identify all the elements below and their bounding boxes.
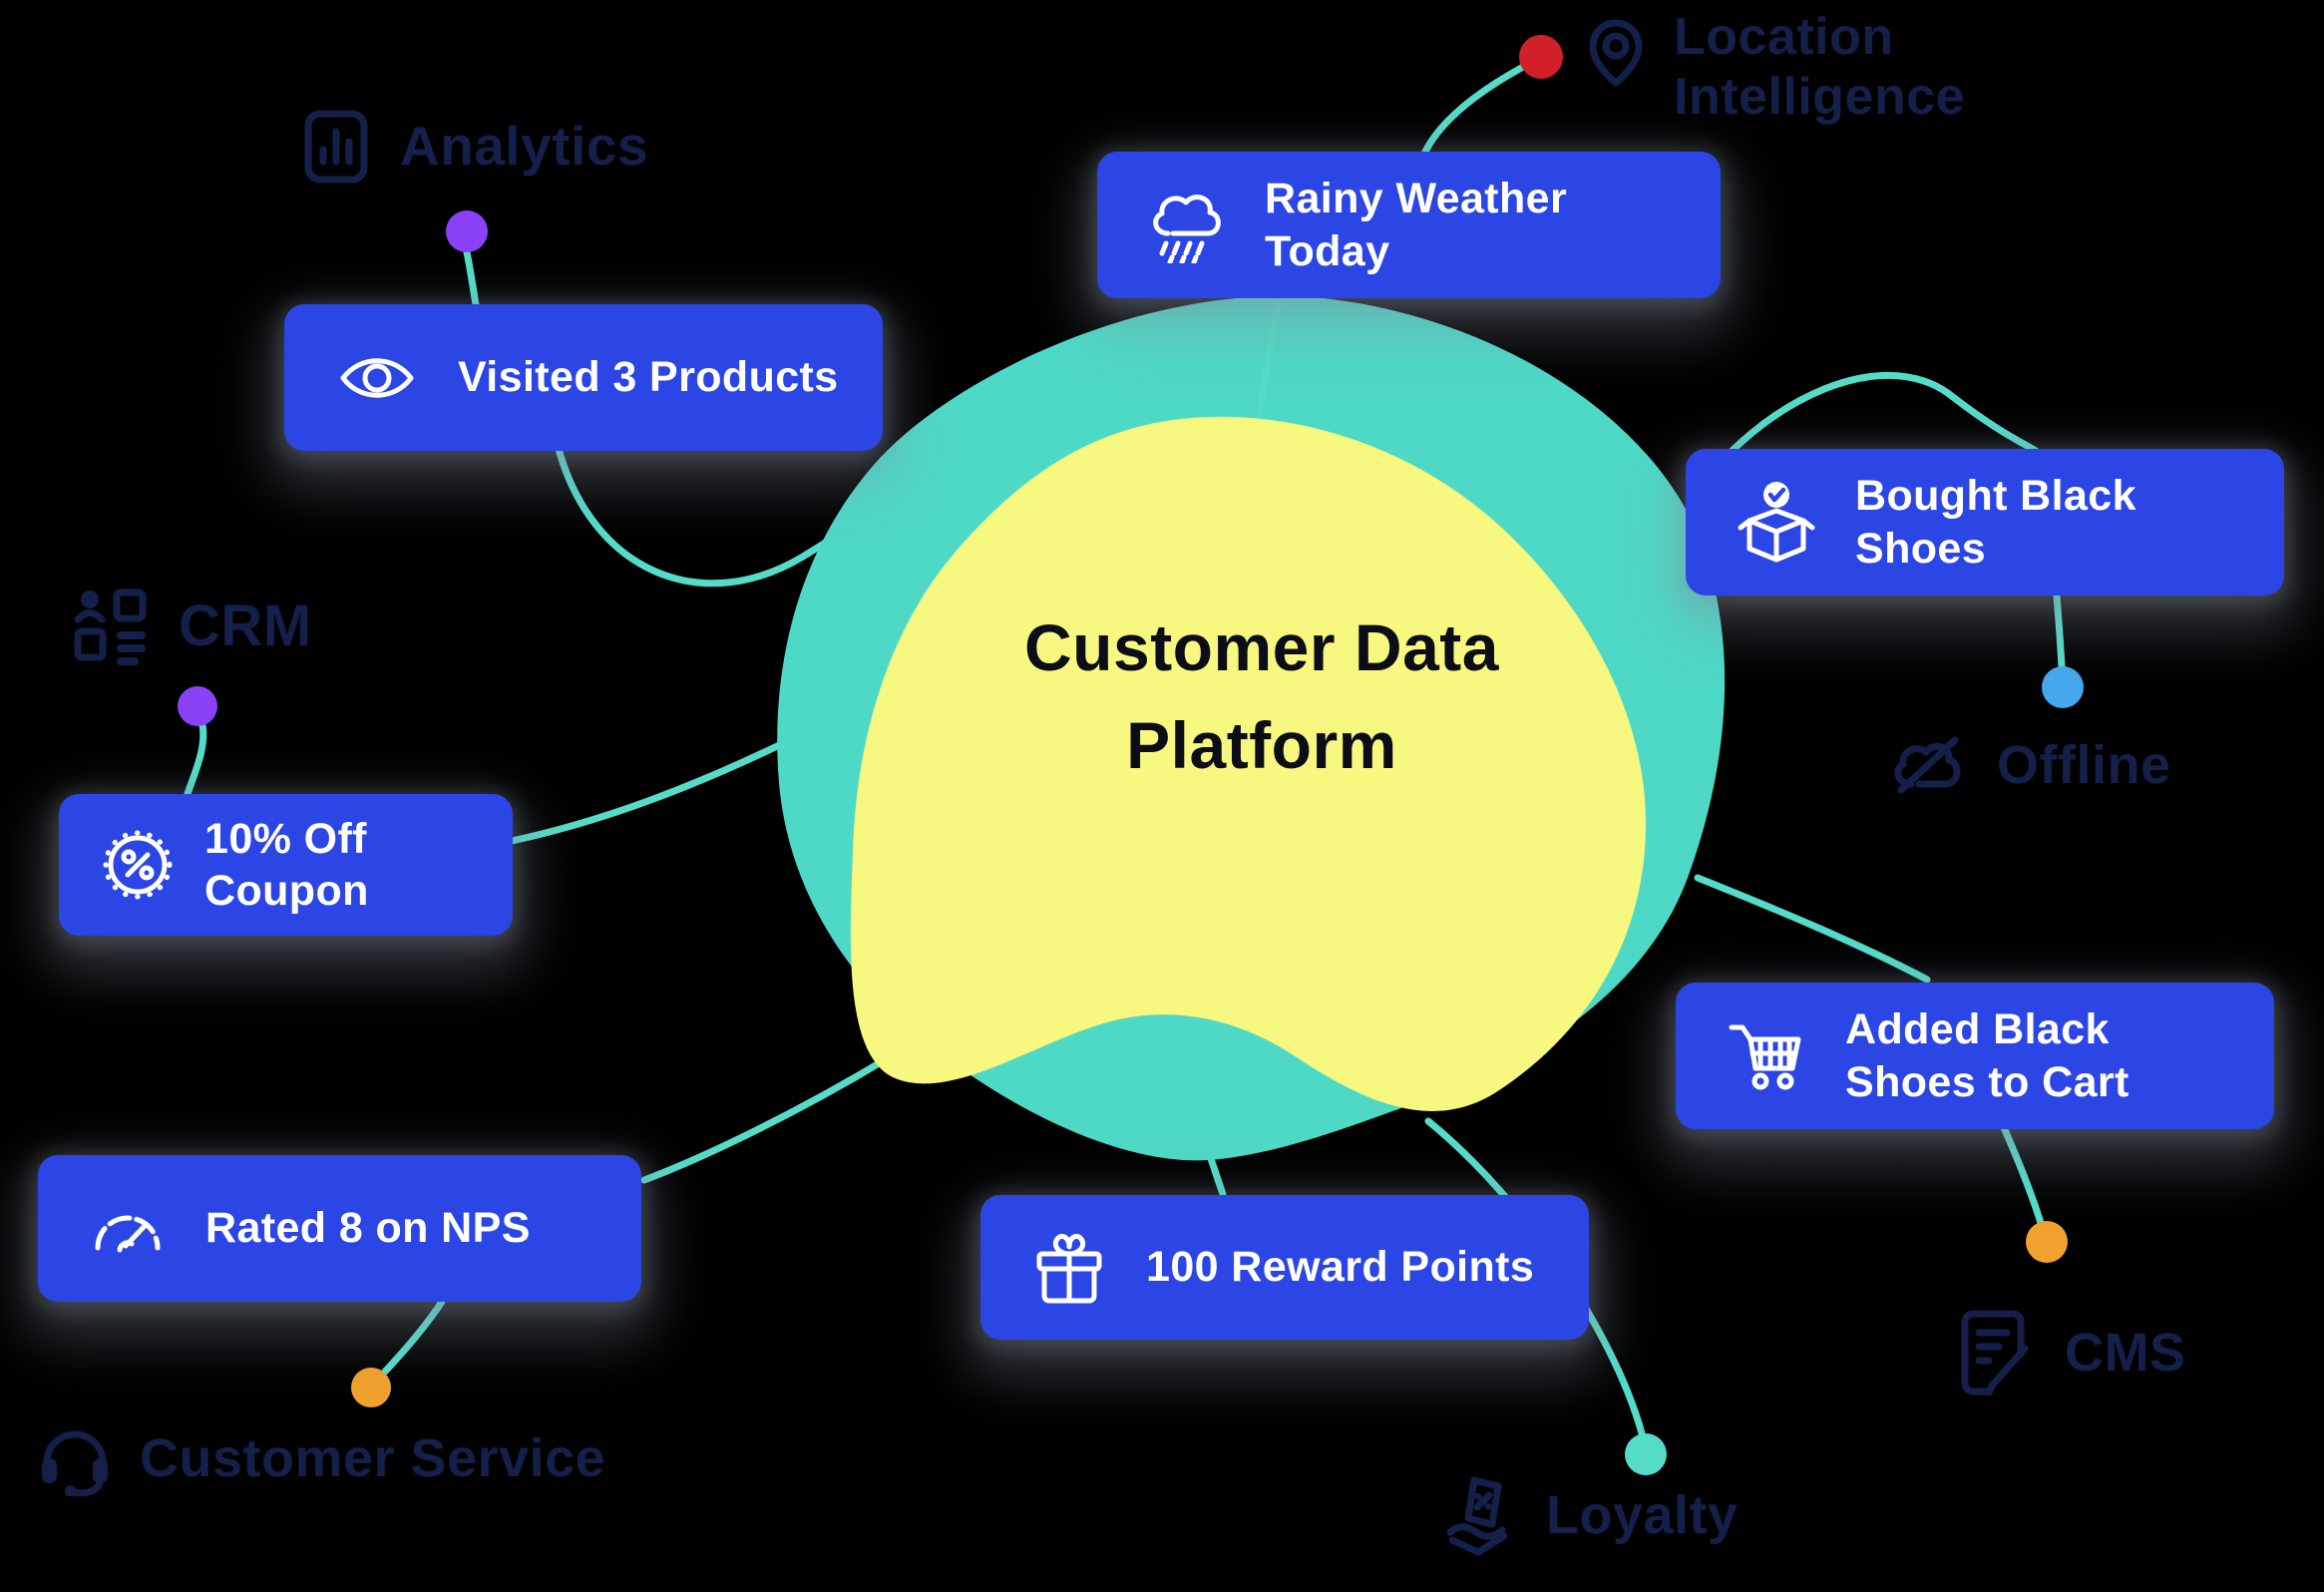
card-visited-products: Visited 3 Products [284, 304, 883, 451]
rain-cloud-icon [1149, 188, 1225, 263]
offline-dot [2042, 666, 2084, 708]
connector-rated-customer-service [381, 1298, 446, 1376]
loyalty-dot [1625, 1433, 1667, 1475]
connector-rainy-blob [1255, 295, 1284, 428]
analytics-dot [446, 210, 488, 252]
card-reward-points-text: 100 Reward Points [1146, 1243, 1535, 1292]
card-added-to-cart: Added Black Shoes to Cart [1676, 983, 2274, 1129]
connector-blob-added [1694, 874, 1931, 984]
label-analytics-text: Analytics [400, 115, 649, 178]
document-edit-icon [1959, 1309, 2035, 1396]
label-customer-service: Customer Service [40, 1420, 605, 1496]
card-rainy-weather-text: Rainy Weather Today [1265, 175, 1568, 275]
connector-coupon-blob [508, 732, 802, 845]
percent-badge-icon [101, 828, 175, 902]
label-loyalty-text: Loyalty [1546, 1484, 1739, 1545]
label-offline: Offline [1889, 734, 2171, 796]
card-bought-black-shoes-text: Bought Black Shoes [1855, 472, 2136, 573]
crm-dot [178, 686, 217, 726]
connector-analytics-visited [463, 248, 480, 308]
card-added-to-cart-text: Added Black Shoes to Cart [1845, 1005, 2130, 1106]
box-check-icon [1738, 479, 1815, 567]
card-reward-points: 100 Reward Points [980, 1195, 1589, 1340]
cart-icon [1728, 1020, 1805, 1092]
label-cms-text: CMS [2065, 1322, 2186, 1383]
eye-icon [336, 348, 418, 408]
label-customer-service-text: Customer Service [140, 1427, 606, 1488]
cloud-off-icon [1889, 734, 1967, 796]
card-visited-products-text: Visited 3 Products [458, 353, 839, 402]
hand-ticket-icon [1444, 1474, 1516, 1556]
card-rainy-weather: Rainy Weather Today [1097, 152, 1721, 298]
label-loyalty: Loyalty [1444, 1474, 1739, 1556]
label-location-intelligence-text: Location Intelligence [1674, 8, 1966, 126]
yellow-blob [850, 416, 1647, 1111]
center-title: Customer Data Platform [1024, 610, 1499, 782]
customer-service-dot [351, 1368, 391, 1407]
bar-chart-icon [302, 108, 370, 186]
label-location-intelligence: Location Intelligence [1588, 8, 2053, 128]
location-dot [1519, 35, 1563, 79]
connector-blob-bought [1686, 371, 2040, 505]
connector-location-rainy [1421, 63, 1527, 156]
label-crm-text: CRM [179, 593, 312, 658]
label-crm: CRM [73, 587, 312, 666]
contact-card-icon [73, 587, 149, 666]
card-coupon-text: 10% Off Coupon [204, 814, 369, 915]
connector-added-cms [1999, 1121, 2045, 1227]
connector-dots [178, 35, 2084, 1475]
connector-bought-offline [2053, 592, 2066, 671]
gift-icon [1032, 1230, 1106, 1306]
headset-icon [40, 1420, 110, 1496]
card-bought-black-shoes: Bought Black Shoes [1686, 449, 2284, 596]
card-rated-nps-text: Rated 8 on NPS [205, 1204, 531, 1253]
connector-blob-rated [640, 1055, 890, 1184]
card-coupon: 10% Off Coupon [59, 794, 513, 936]
label-cms: CMS [1959, 1309, 2186, 1396]
card-rated-nps: Rated 8 on NPS [38, 1155, 641, 1302]
label-offline-text: Offline [1997, 735, 2171, 795]
connector-crm-coupon [184, 721, 207, 798]
gauge-icon [90, 1204, 166, 1254]
label-analytics: Analytics [302, 108, 648, 186]
cms-dot [2026, 1221, 2068, 1263]
map-pin-icon [1588, 18, 1644, 102]
